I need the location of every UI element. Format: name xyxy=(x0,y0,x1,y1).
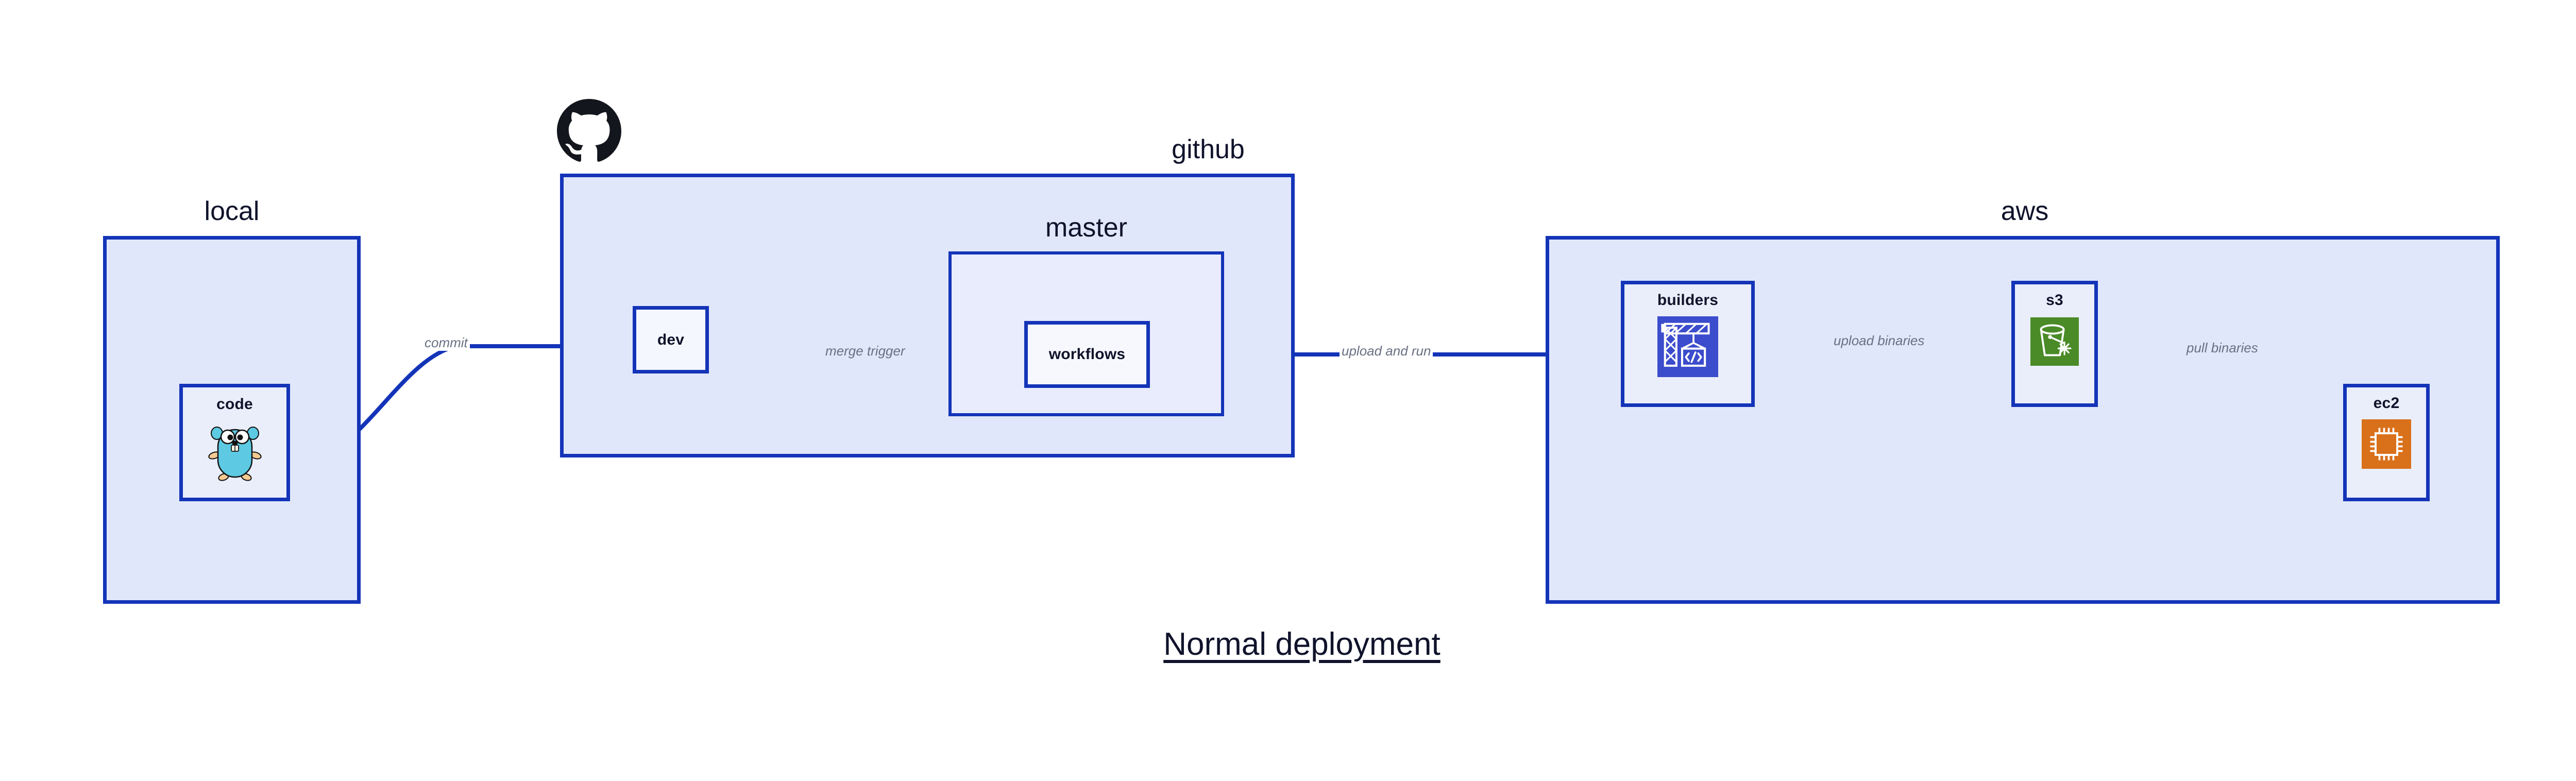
edge-label-upload-binaries: upload binaries xyxy=(1832,333,1927,349)
edge-label-commit: commit xyxy=(422,335,470,351)
aws-ec2-chip-icon xyxy=(2362,419,2411,469)
node-workflows[interactable]: workflows xyxy=(1024,321,1150,388)
node-code-label: code xyxy=(216,396,253,413)
go-gopher-icon xyxy=(208,419,262,481)
edge-label-upload-and-run: upload and run xyxy=(1340,343,1433,359)
github-octocat-logo xyxy=(557,99,621,163)
node-code[interactable]: code xyxy=(179,384,290,501)
node-builders-label: builders xyxy=(1657,292,1719,309)
edge-label-merge-trigger: merge trigger xyxy=(823,343,907,359)
node-s3-label: s3 xyxy=(2046,292,2063,309)
node-s3[interactable]: s3 xyxy=(2011,281,2098,407)
aws-s3-bucket-icon xyxy=(2030,317,2079,366)
group-aws-label: aws xyxy=(2001,196,2049,226)
edge-label-pull-binaries: pull binaries xyxy=(2184,340,2260,356)
node-dev-label: dev xyxy=(657,331,685,348)
group-master-label: master xyxy=(1045,213,1127,243)
group-local-label: local xyxy=(204,196,260,226)
node-workflows-label: workflows xyxy=(1048,346,1126,363)
node-ec2-label: ec2 xyxy=(2373,395,2400,412)
node-ec2[interactable]: ec2 xyxy=(2343,384,2430,501)
node-builders[interactable]: builders xyxy=(1621,281,1755,407)
diagram-title: Normal deployment xyxy=(1163,626,1440,662)
node-dev[interactable]: dev xyxy=(633,306,709,373)
aws-builder-crane-icon xyxy=(1657,316,1718,377)
group-github-label: github xyxy=(1172,134,1245,164)
